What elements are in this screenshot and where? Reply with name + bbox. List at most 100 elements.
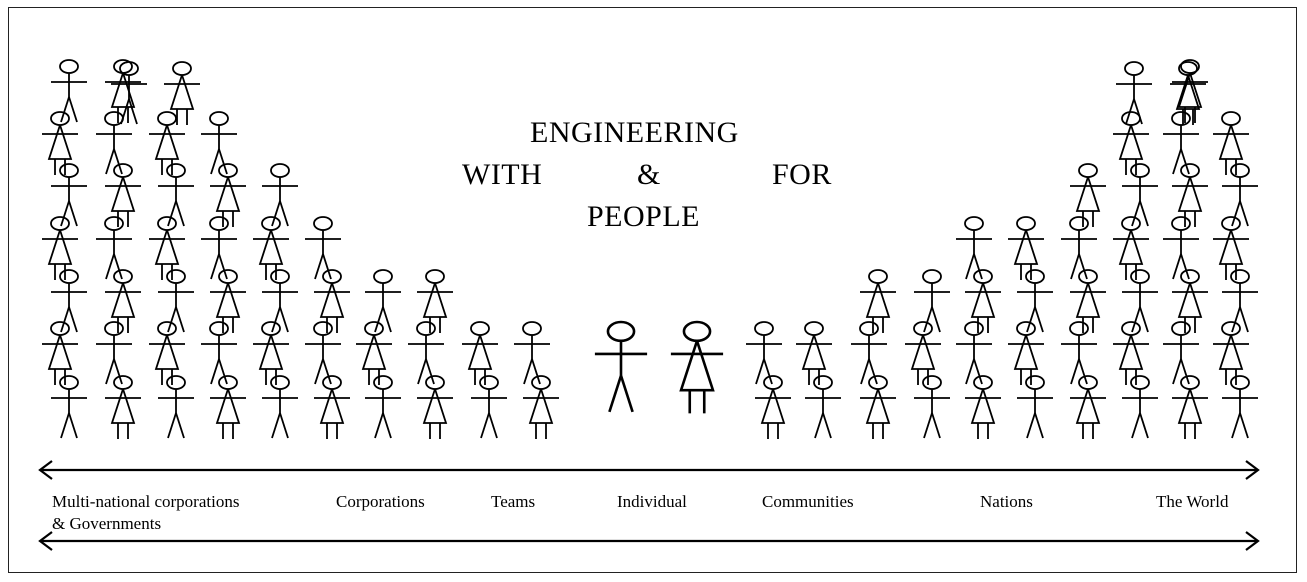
scale-arrow-bottom	[38, 531, 1260, 551]
male-stick-figure	[1122, 269, 1158, 333]
label-corporations: Corporations	[336, 492, 425, 511]
male-stick-figure	[1163, 111, 1199, 175]
male-stick-figure	[1163, 321, 1199, 385]
male-stick-figure	[1222, 163, 1258, 227]
label-the-world: The World	[1156, 492, 1229, 511]
male-stick-figure	[51, 59, 87, 123]
label-communities: Communities	[762, 492, 854, 511]
female-stick-figure	[105, 375, 141, 439]
female-stick-figure	[523, 375, 559, 439]
male-stick-figure	[365, 269, 401, 333]
female-stick-figure	[417, 269, 453, 333]
male-stick-figure	[96, 321, 132, 385]
male-stick-figure	[1061, 216, 1097, 280]
female-stick-figure	[1172, 375, 1208, 439]
male-stick-figure	[851, 321, 887, 385]
diagram-frame	[8, 7, 1297, 573]
male-stick-figure	[956, 321, 992, 385]
female-stick-figure	[105, 163, 141, 227]
male-stick-figure	[594, 320, 648, 413]
female-stick-figure	[755, 375, 791, 439]
female-stick-figure	[860, 269, 896, 333]
female-stick-figure	[42, 321, 78, 385]
male-stick-figure	[1116, 61, 1152, 125]
female-stick-figure	[905, 321, 941, 385]
female-stick-figure	[1113, 321, 1149, 385]
male-stick-figure	[1122, 163, 1158, 227]
female-stick-figure	[105, 269, 141, 333]
male-stick-figure	[262, 163, 298, 227]
scale-arrow-top	[38, 460, 1260, 480]
male-stick-figure	[201, 321, 237, 385]
female-stick-figure	[1172, 269, 1208, 333]
female-stick-figure	[670, 320, 724, 414]
male-stick-figure	[111, 61, 147, 125]
female-stick-figure	[860, 375, 896, 439]
female-stick-figure	[149, 111, 185, 175]
female-stick-figure	[965, 269, 1001, 333]
female-stick-figure	[1213, 216, 1249, 280]
male-stick-figure	[365, 375, 401, 439]
female-stick-figure	[314, 375, 350, 439]
male-stick-figure	[262, 375, 298, 439]
people-crowd	[42, 59, 1258, 439]
female-stick-figure	[1172, 59, 1208, 123]
male-stick-figure	[1122, 375, 1158, 439]
female-stick-figure	[210, 375, 246, 439]
female-stick-figure	[356, 321, 392, 385]
female-stick-figure	[1172, 163, 1208, 227]
female-stick-figure	[105, 59, 141, 123]
female-stick-figure	[462, 321, 498, 385]
male-stick-figure	[262, 269, 298, 333]
female-stick-figure	[1070, 269, 1106, 333]
female-stick-figure	[210, 269, 246, 333]
title-engineering: ENGINEERING	[530, 116, 739, 149]
title-people: PEOPLE	[587, 200, 701, 233]
male-stick-figure	[1222, 269, 1258, 333]
female-stick-figure	[965, 375, 1001, 439]
female-stick-figure	[1008, 216, 1044, 280]
female-stick-figure	[253, 216, 289, 280]
female-stick-figure	[314, 269, 350, 333]
male-stick-figure	[201, 216, 237, 280]
female-stick-figure	[164, 61, 200, 125]
female-stick-figure	[42, 111, 78, 175]
label-nations: Nations	[980, 492, 1033, 511]
male-stick-figure	[51, 163, 87, 227]
male-stick-figure	[51, 269, 87, 333]
female-stick-figure	[417, 375, 453, 439]
female-stick-figure	[42, 216, 78, 280]
female-stick-figure	[1213, 321, 1249, 385]
female-stick-figure	[1008, 321, 1044, 385]
female-stick-figure	[1113, 216, 1149, 280]
male-stick-figure	[158, 163, 194, 227]
male-stick-figure	[158, 375, 194, 439]
male-stick-figure	[1017, 269, 1053, 333]
male-stick-figure	[805, 375, 841, 439]
male-stick-figure	[1017, 375, 1053, 439]
female-stick-figure	[1070, 375, 1106, 439]
male-stick-figure	[914, 375, 950, 439]
label-teams: Teams	[491, 492, 536, 511]
male-stick-figure	[514, 321, 550, 385]
male-stick-figure	[914, 269, 950, 333]
male-stick-figure	[201, 111, 237, 175]
male-stick-figure	[51, 375, 87, 439]
male-stick-figure	[1222, 375, 1258, 439]
label-multinational-line1: Multi-national corporations	[52, 492, 240, 511]
male-stick-figure	[471, 375, 507, 439]
female-stick-figure	[1170, 61, 1206, 125]
female-stick-figure	[210, 163, 246, 227]
male-stick-figure	[96, 216, 132, 280]
female-stick-figure	[149, 321, 185, 385]
female-stick-figure	[1070, 163, 1106, 227]
male-stick-figure	[408, 321, 444, 385]
label-individual: Individual	[617, 492, 687, 511]
male-stick-figure	[305, 216, 341, 280]
male-stick-figure	[956, 216, 992, 280]
male-stick-figure	[158, 269, 194, 333]
title-with: WITH	[462, 158, 543, 191]
female-stick-figure	[796, 321, 832, 385]
